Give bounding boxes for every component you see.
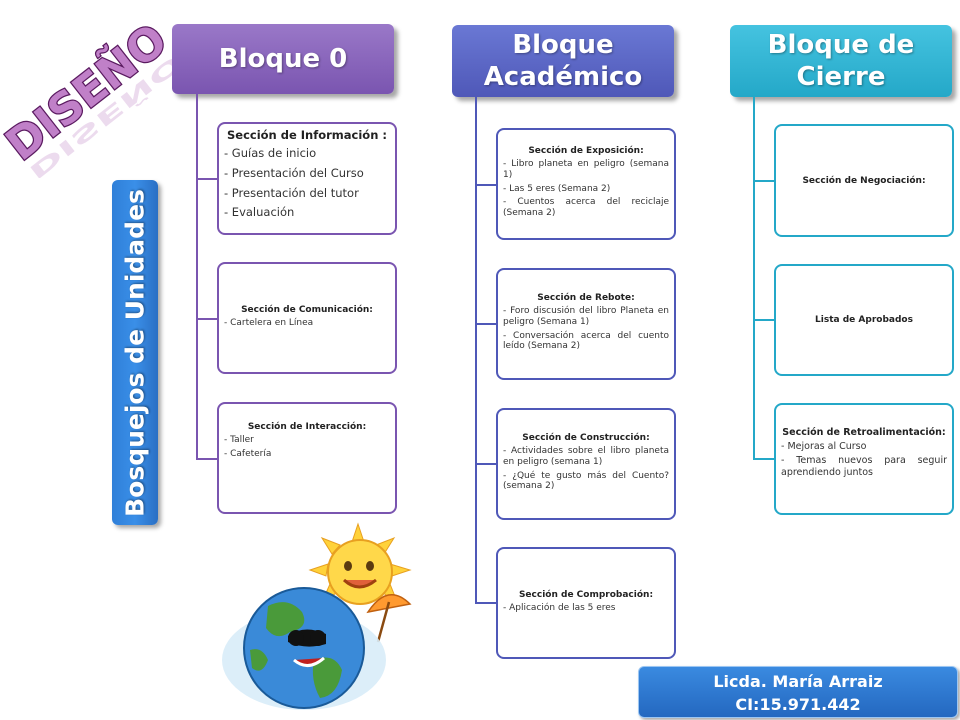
bloque-0-connector bbox=[196, 94, 198, 460]
author-footer: Licda. María Arraiz CI:15.971.442 bbox=[638, 666, 958, 718]
seccion-negociacion-box: Sección de Negociación: bbox=[774, 124, 954, 237]
bloque-academico-title: Bloque Académico bbox=[483, 29, 643, 93]
earth-icon bbox=[222, 587, 386, 710]
author-name: Licda. María Arraiz bbox=[713, 672, 883, 691]
list-item: - Presentación del Curso bbox=[224, 165, 364, 180]
section-title: Sección de Construcción: bbox=[522, 432, 650, 443]
bloque-academico-connector bbox=[475, 97, 477, 603]
seccion-comprobacion-box: Sección de Comprobación: - Aplicación de… bbox=[496, 547, 676, 659]
list-item: - Libro planeta en peligro (semana 1) bbox=[503, 159, 669, 180]
connector bbox=[196, 178, 218, 180]
seccion-retroalimentacion-box: Sección de Retroalimentación: - Mejoras … bbox=[774, 403, 954, 515]
seccion-informacion-box: Sección de Información : - Guías de inic… bbox=[217, 122, 397, 235]
list-item: - Taller bbox=[224, 435, 254, 445]
diseno-logo: DISEÑO DISEÑO bbox=[0, 12, 182, 178]
list-item: - Foro discusión del libro Planeta en pe… bbox=[503, 305, 669, 327]
connector bbox=[475, 323, 497, 325]
bloque-cierre-title: Bloque de Cierre bbox=[767, 29, 915, 93]
section-title: Sección de Retroalimentación: bbox=[782, 427, 946, 438]
seccion-interaccion-box: Sección de Interacción: - Taller - Cafet… bbox=[217, 402, 397, 514]
seccion-exposicion-box: Sección de Exposición: - Libro planeta e… bbox=[496, 128, 676, 240]
connector bbox=[475, 602, 497, 604]
list-item: - Cafetería bbox=[224, 448, 272, 459]
section-title: Sección de Comprobación: bbox=[518, 589, 654, 600]
section-title: Sección de Interacción: bbox=[247, 422, 367, 432]
bloque-academico-header: Bloque Académico bbox=[452, 25, 674, 97]
umbrella-icon bbox=[366, 594, 412, 643]
connector bbox=[753, 180, 775, 182]
list-item: - Evaluación bbox=[224, 205, 295, 220]
connector bbox=[753, 458, 775, 460]
list-item: - Cuentos acerca del reciclaje (Semana 2… bbox=[503, 197, 669, 219]
list-item: - Las 5 eres (Semana 2) bbox=[503, 183, 611, 194]
section-title: Sección de Comunicación: bbox=[241, 304, 373, 315]
section-title: Sección de Información : bbox=[226, 128, 388, 142]
list-item: - Guías de inicio bbox=[224, 146, 317, 160]
list-item: - Actividades sobre el libro planeta en … bbox=[503, 445, 669, 467]
seccion-comunicacion-box: Sección de Comunicación: - Cartelera en … bbox=[217, 262, 397, 374]
connector bbox=[475, 184, 497, 186]
seccion-rebote-box: Sección de Rebote: - Foro discusión del … bbox=[496, 268, 676, 380]
section-title: Lista de Aprobados bbox=[815, 315, 913, 325]
section-title: Sección de Negociación: bbox=[802, 175, 926, 186]
list-item: - Mejoras al Curso bbox=[781, 441, 867, 452]
connector bbox=[196, 458, 218, 460]
bosquejos-label-text: Bosquejos de Unidades bbox=[120, 188, 150, 517]
bloque-cierre-header: Bloque de Cierre bbox=[730, 25, 952, 97]
list-item: - Cartelera en Línea bbox=[224, 317, 314, 328]
earth-sun-clipart bbox=[222, 522, 412, 710]
section-title: Sección de Rebote: bbox=[537, 292, 635, 303]
bloque-cierre-connector bbox=[753, 97, 755, 459]
list-item: - Temas nuevos para seguir aprendiendo j… bbox=[781, 455, 947, 478]
list-item: - Presentación del tutor bbox=[224, 185, 359, 200]
bloque-0-title: Bloque 0 bbox=[218, 43, 348, 74]
lista-aprobados-box: Lista de Aprobados bbox=[774, 264, 954, 376]
author-id: CI:15.971.442 bbox=[735, 695, 861, 714]
list-item: - Aplicación de las 5 eres bbox=[503, 602, 616, 613]
bloque-0-header: Bloque 0 bbox=[172, 24, 394, 94]
list-item: - Conversación acerca del cuento leído (… bbox=[503, 330, 669, 352]
connector bbox=[196, 318, 218, 320]
connector bbox=[753, 319, 775, 321]
section-title: Sección de Exposición: bbox=[528, 146, 644, 156]
connector bbox=[475, 463, 497, 465]
bosquejos-label: Bosquejos de Unidades bbox=[112, 180, 158, 525]
list-item: - ¿Qué te gusto más del Cuento? (semana … bbox=[503, 470, 669, 492]
seccion-construccion-box: Sección de Construcción: - Actividades s… bbox=[496, 408, 676, 520]
